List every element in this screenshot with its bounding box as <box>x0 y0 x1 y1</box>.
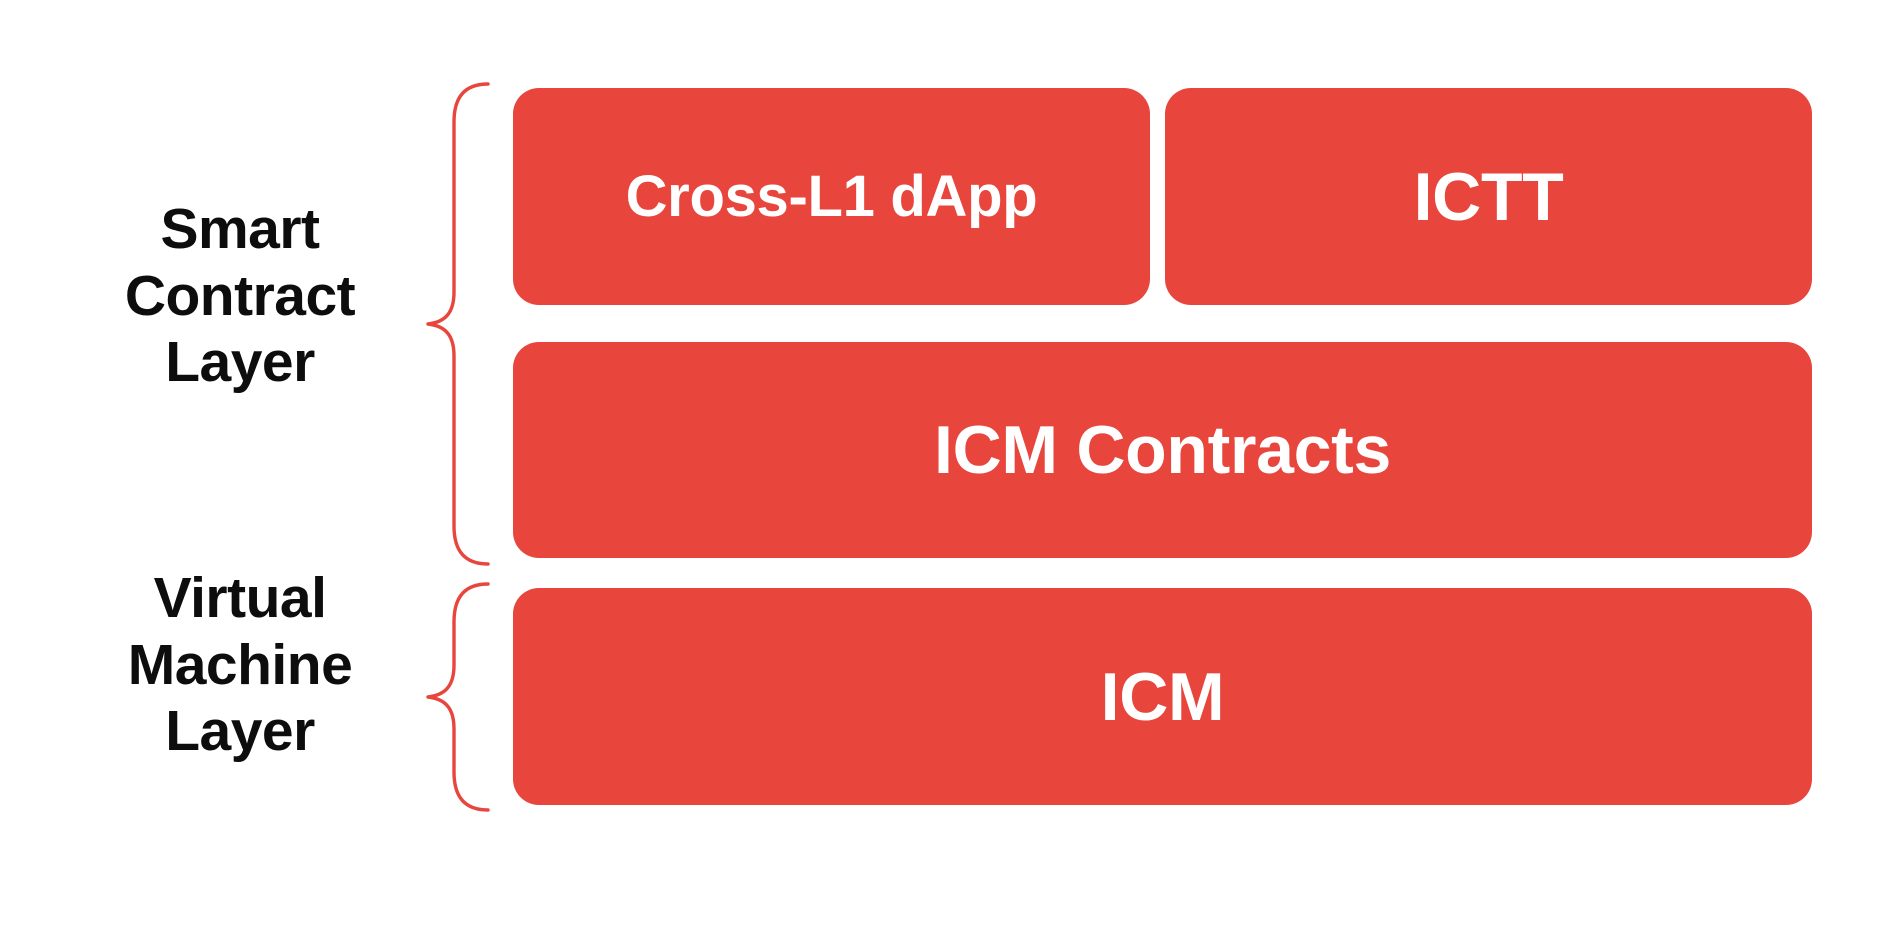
block-cross-l1-dapp[interactable]: Cross-L1 dApp <box>513 88 1150 305</box>
block-icm[interactable]: ICM <box>513 588 1812 805</box>
curly-brace-virtual-machine-icon <box>424 580 496 814</box>
layer-label-virtual-machine: Virtual Machine Layer <box>127 566 353 764</box>
curly-brace-smart-contract-icon <box>424 80 496 568</box>
block-ictt[interactable]: ICTT <box>1165 88 1812 305</box>
layer-label-smart-contract: Smart Contract Layer <box>124 197 356 395</box>
block-icm-contracts[interactable]: ICM Contracts <box>513 342 1812 558</box>
